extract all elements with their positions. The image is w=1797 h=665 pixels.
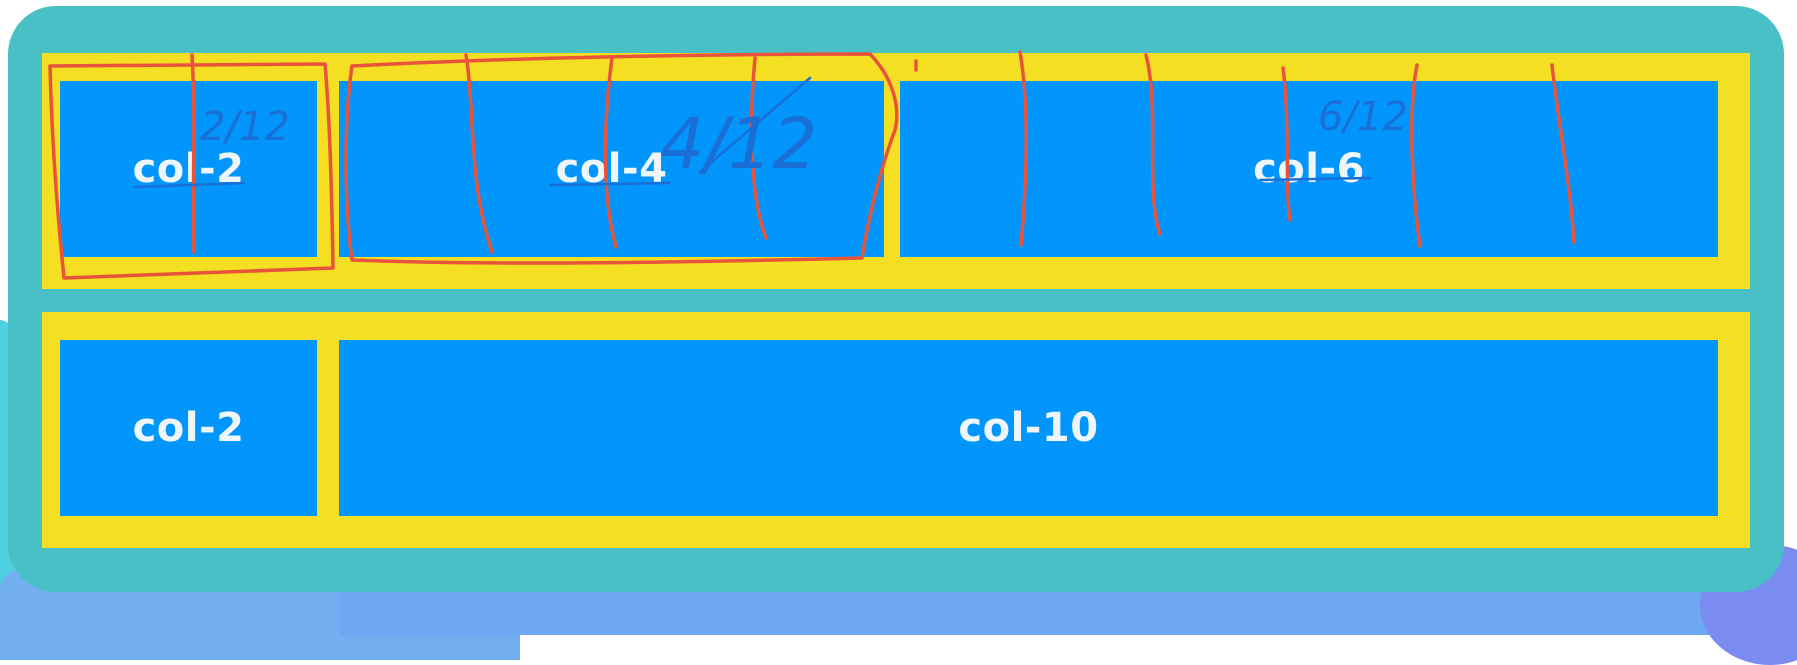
column-label: col-2 xyxy=(132,146,245,192)
grid-row-2: col-2 col-10 xyxy=(42,312,1750,548)
column-label: col-4 xyxy=(555,146,668,192)
grid-column-col-2: col-2 xyxy=(60,81,317,257)
column-label: col-6 xyxy=(1253,146,1365,192)
column-label: col-2 xyxy=(132,405,245,451)
grid-container-frame: col-2 col-4 col-6 col-2 col-10 xyxy=(8,6,1784,592)
column-label: col-10 xyxy=(958,405,1099,451)
grid-column-col-10: col-10 xyxy=(339,340,1718,516)
grid-column-col-4: col-4 xyxy=(339,81,884,257)
grid-column-col-2: col-2 xyxy=(60,340,317,516)
grid-column-col-6: col-6 xyxy=(900,81,1718,257)
grid-row-1: col-2 col-4 col-6 xyxy=(42,53,1750,289)
